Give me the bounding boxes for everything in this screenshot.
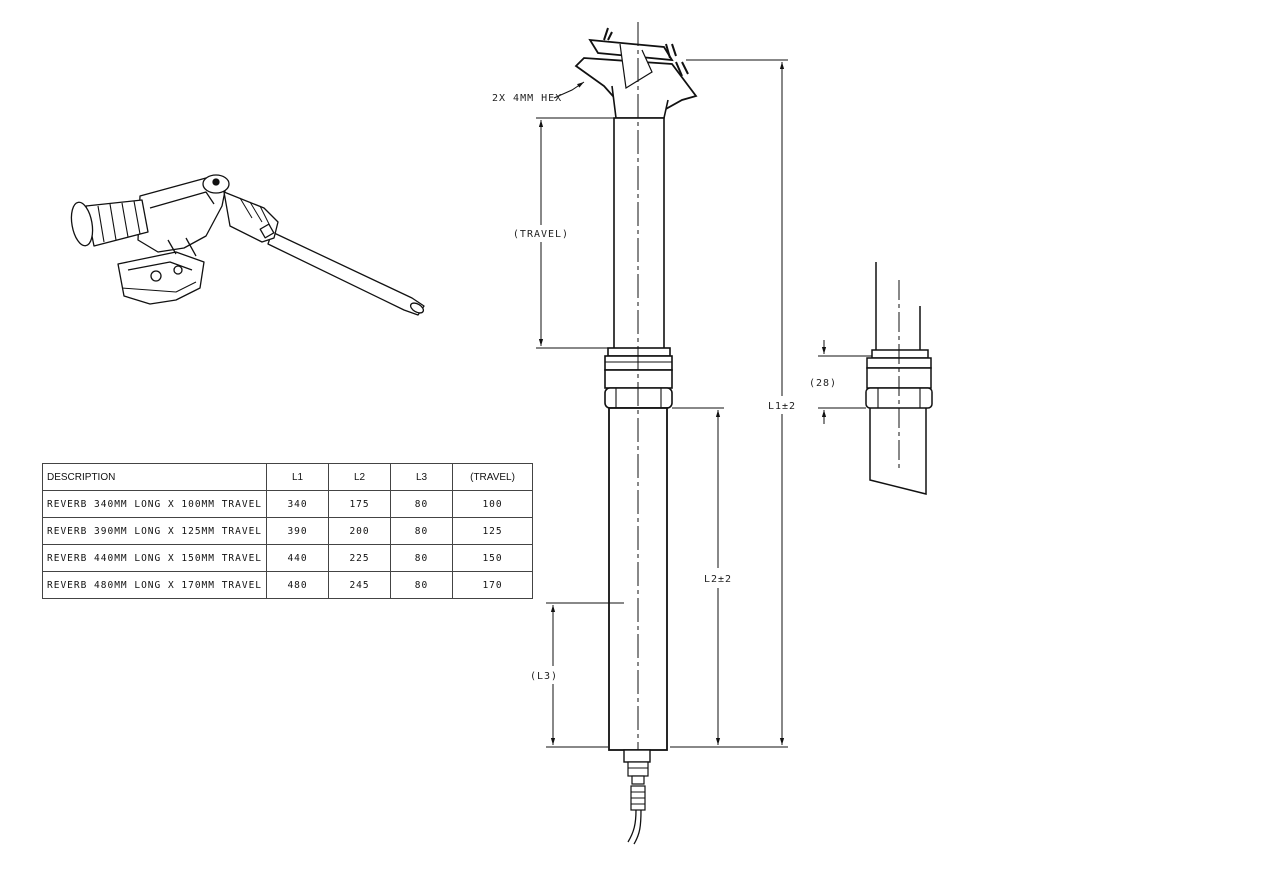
header-l2: L2 [328,463,392,491]
cell-description: REVERB 480MM LONG X 170MM TRAVEL [41,571,268,599]
cell-l1: 440 [266,544,330,572]
specification-table: DESCRIPTION L1 L2 L3 (TRAVEL) REVERB 340… [41,463,534,599]
table-row: REVERB 390MM LONG X 125MM TRAVEL 390 200… [41,517,534,545]
cell-l1: 480 [266,571,330,599]
hex-callout: 2X 4MM HEX [492,93,562,104]
travel-label: (TRAVEL) [513,229,569,240]
table-row: REVERB 480MM LONG X 170MM TRAVEL 480 245… [41,571,534,599]
table-row: REVERB 440MM LONG X 150MM TRAVEL 440 225… [41,544,534,572]
remote-lever-illustration [70,174,425,316]
cell-travel: 125 [452,517,534,545]
cell-l2: 225 [328,544,392,572]
dimension-labels: 2X 4MM HEX (TRAVEL) L1±2 L2±2 (L3) (28) [492,93,837,682]
table-header-row: DESCRIPTION L1 L2 L3 (TRAVEL) [41,463,534,491]
cell-travel: 100 [452,490,534,518]
header-travel: (TRAVEL) [452,463,534,491]
l1-label: L1±2 [768,401,796,412]
cell-description: REVERB 340MM LONG X 100MM TRAVEL [41,490,268,518]
cell-l3: 80 [390,517,454,545]
cell-l1: 340 [266,490,330,518]
cell-travel: 170 [452,571,534,599]
cell-l2: 200 [328,517,392,545]
collar-dimension-label: (28) [809,378,837,389]
table-row: REVERB 340MM LONG X 100MM TRAVEL 340 175… [41,490,534,518]
cell-l3: 80 [390,490,454,518]
dimension-lines [536,59,872,748]
cell-description: REVERB 440MM LONG X 150MM TRAVEL [41,544,268,572]
header-description: DESCRIPTION [41,463,268,491]
cell-l3: 80 [390,571,454,599]
l3-label: (L3) [530,671,558,682]
cell-l2: 175 [328,490,392,518]
header-l1: L1 [266,463,330,491]
seatpost-main-view [574,27,698,845]
l2-label: L2±2 [704,574,732,585]
cell-l2: 245 [328,571,392,599]
cell-description: REVERB 390MM LONG X 125MM TRAVEL [41,517,268,545]
cell-l1: 390 [266,517,330,545]
cell-l3: 80 [390,544,454,572]
header-l3: L3 [390,463,454,491]
cell-travel: 150 [452,544,534,572]
